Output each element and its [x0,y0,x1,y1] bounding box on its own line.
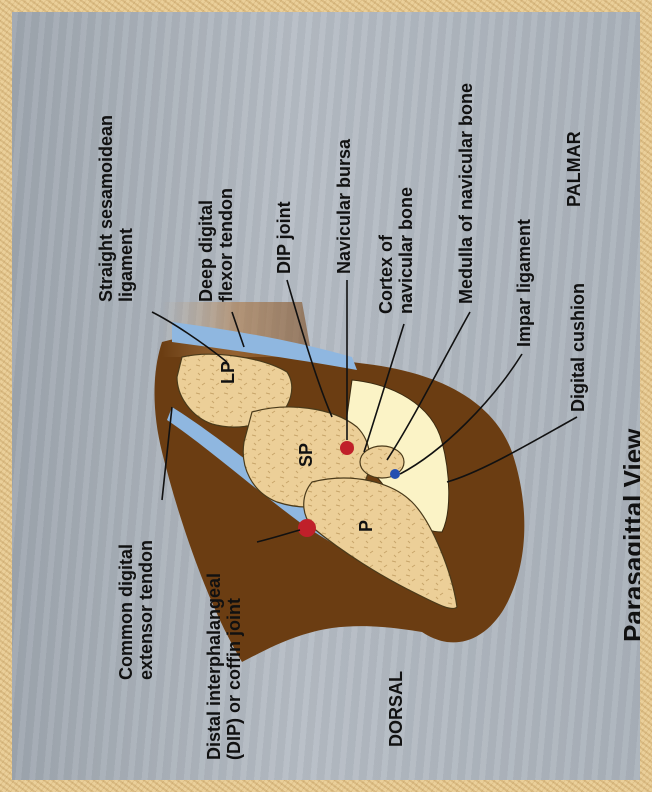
label-common-digital-extensor: Common digital extensor tendon [116,539,156,680]
diagram-panel: LP SP P Straight sesamoidean ligament De… [12,12,640,780]
orientation-palmar: PALMAR [564,131,584,207]
label-impar-ligament: Impar ligament [514,219,534,347]
parasagittal-diagram: LP SP P Straight sesamoidean ligament De… [12,12,640,780]
label-straight-sesamoidean: Straight sesamoidean ligament [96,110,136,302]
label-cortex-navicular: Cortex of navicular bone [376,187,416,314]
impar-marker [390,469,400,479]
bone-label-lp: LP [218,361,238,384]
navicular-bursa-marker [340,441,354,455]
label-digital-cushion: Digital cushion [568,283,588,412]
label-deep-digital-flexor: Deep digital flexor tendon [196,188,236,302]
label-medulla-navicular: Medulla of navicular bone [456,83,476,304]
label-dip-joint: DIP joint [274,201,294,274]
bone-label-p: P [356,520,376,532]
orientation-dorsal: DORSAL [386,671,406,747]
label-navicular-bursa: Navicular bursa [334,138,354,274]
bone-label-sp: SP [296,443,316,467]
view-title: Parasagittal View [618,428,640,642]
coffin-joint-marker [298,519,316,537]
